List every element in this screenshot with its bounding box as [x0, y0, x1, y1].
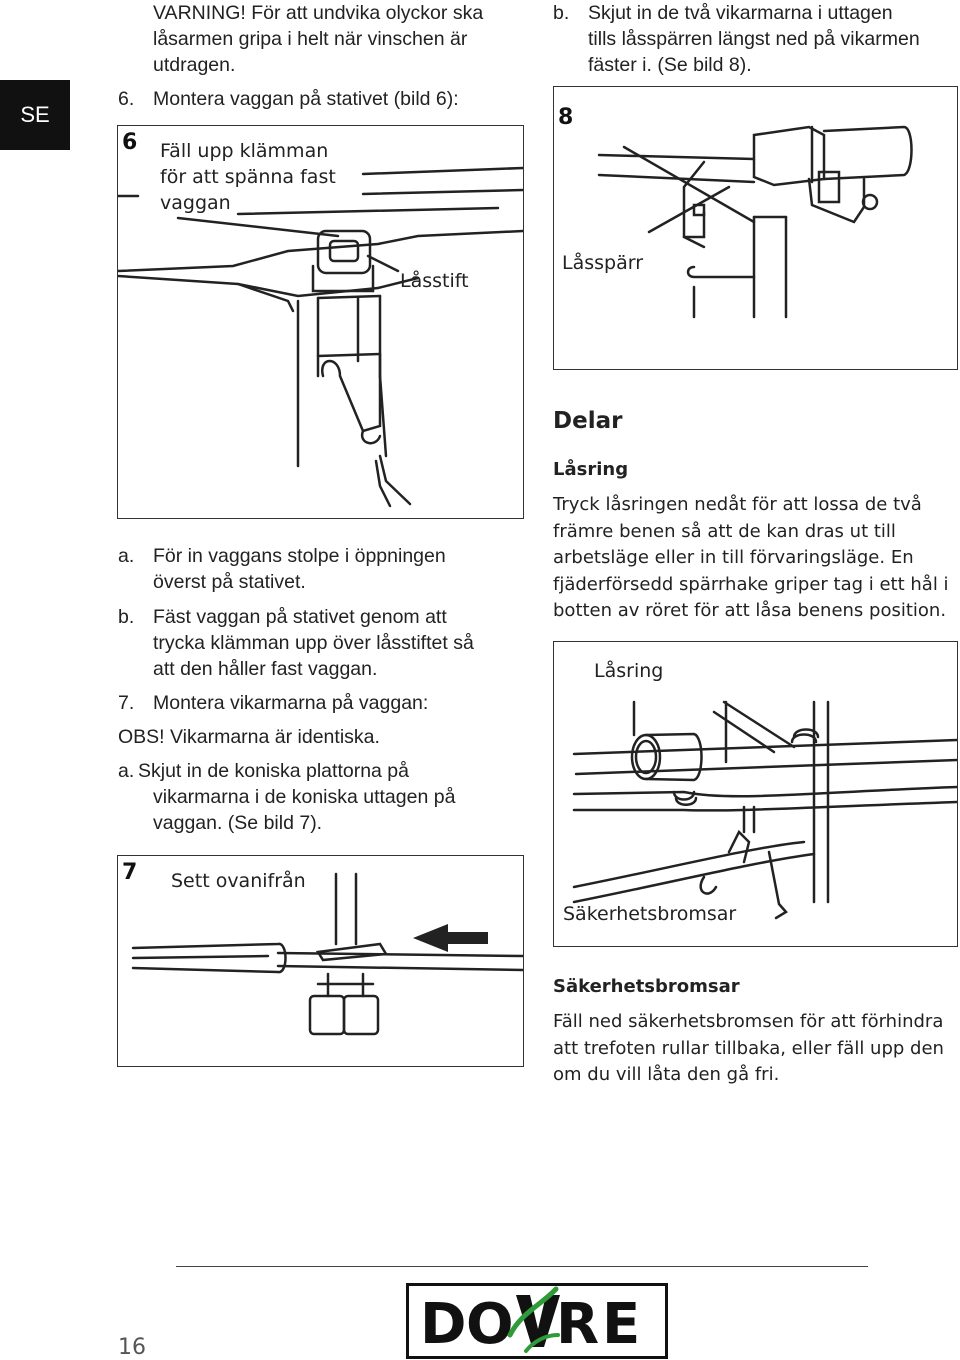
step-b2-line: fäster i. (Se bild 8). [588, 54, 752, 76]
brakes-line: om du vill låta den gå fri. [553, 1064, 780, 1085]
figure-8: 8 Låsspärr [553, 86, 958, 370]
figure-6-label-pin: Låsstift [400, 270, 469, 292]
lock-ring-description: Tryck låsringen nedåt för att lossa de t… [553, 492, 949, 625]
step-b1-text: Fäst vaggan på stativet genom att trycka… [153, 604, 474, 682]
figure-7: 7 Sett ovanifrån [117, 855, 524, 1067]
figure-6-caption: Fäll upp klämman för att spänna fast vag… [160, 138, 336, 216]
step-a1-letter: a. [118, 545, 135, 567]
step-b2-first-line: Skjut in de två vikarmarna i uttagen [588, 2, 893, 24]
svg-text:D: D [420, 1292, 466, 1357]
step-b1-letter: b. [118, 606, 135, 628]
figure-lock-ring: Låsring Säkerhetsbromsar [553, 641, 958, 947]
step-b1-line: att den håller fast vaggan. [153, 658, 378, 680]
svg-text:O: O [466, 1292, 514, 1357]
step-a2-line: vikarmarna i de koniska uttagen på [153, 786, 456, 808]
step-a1-line: överst på stativet. [153, 571, 306, 593]
step-b1-line: trycka klämman upp över låsstiftet så [153, 632, 474, 654]
figure-8-label-latch: Låsspärr [562, 252, 644, 274]
warning-line: utdragen. [153, 54, 236, 76]
obs-note: OBS! Vikarmarna är identiska. [118, 726, 380, 748]
figure-8-illustration [597, 125, 913, 319]
figure-7-illustration [131, 872, 523, 1036]
footer-rule [176, 1266, 868, 1267]
parts-heading: Delar [553, 408, 623, 434]
lock-ring-line: fjäderförsedd spärrhake griper tag i ett… [553, 573, 949, 595]
figure-7-caption: Sett ovanifrån [171, 870, 306, 892]
dovre-logo: D O R E [406, 1283, 668, 1359]
figure-6-illustration [118, 166, 523, 508]
step-a1-text: För in vaggans stolpe i öppningen överst… [153, 543, 446, 595]
lock-ring-heading: Låsring [553, 459, 629, 480]
svg-text:R: R [556, 1292, 599, 1357]
svg-text:E: E [602, 1292, 640, 1357]
lock-ring-line: arbetsläge eller in till förvaringsläge.… [553, 547, 914, 568]
step-a2-text: vikarmarna i de koniska uttagen på vagga… [153, 784, 455, 836]
step6-text: Montera vaggan på stativet (bild 6): [153, 88, 459, 110]
step-b2-text: tills låsspärren längst ned på vikarmen … [588, 26, 920, 78]
figure-6-caption-line: vaggan [160, 192, 231, 214]
lock-ring-line: Tryck låsringen nedåt för att lossa de t… [553, 494, 922, 515]
step-a2-letter: a. [118, 760, 135, 782]
figure-lock-ring-label-brakes: Säkerhetsbromsar [563, 903, 737, 925]
step-b1-line: Fäst vaggan på stativet genom att [153, 606, 447, 628]
step6-number: 6. [118, 88, 135, 110]
brakes-line: att trefoten rullar tillbaka, eller fäll… [553, 1037, 944, 1059]
warning-line: VARNING! För att undvika olyckor ska [153, 2, 484, 24]
step-a2-line: vaggan. (Se bild 7). [153, 812, 323, 834]
step-b2-letter: b. [553, 2, 570, 24]
brakes-line: Fäll ned säkerhetsbromsen för att förhin… [553, 1011, 944, 1032]
figure-6: 6 Fäll upp klämman för att spänna fast v… [117, 125, 524, 519]
dovre-logo-mark: D O R E [406, 1283, 668, 1359]
figure-lock-ring-label-ring: Låsring [594, 660, 664, 682]
warning-line: låsarmen gripa i helt när vinschen är [153, 28, 468, 50]
figure-6-caption-line: Fäll upp klämman [160, 140, 329, 162]
warning-text: VARNING! För att undvika olyckor ska lås… [153, 0, 483, 78]
lock-ring-line: botten av röret för att låsa benens posi… [553, 600, 947, 621]
figure-6-number: 6 [122, 130, 138, 155]
step7-number: 7. [118, 692, 135, 714]
step-b2-line: tills låsspärren längst ned på vikarmen [588, 28, 920, 50]
page-number: 16 [118, 1335, 146, 1360]
figure-8-number: 8 [558, 105, 574, 130]
brakes-description: Fäll ned säkerhetsbromsen för att förhin… [553, 1009, 944, 1089]
figure-6-caption-line: för att spänna fast [160, 166, 336, 188]
step7-text: Montera vikarmarna på vaggan: [153, 692, 429, 714]
figure-7-number: 7 [122, 860, 138, 885]
step-a1-line: För in vaggans stolpe i öppningen [153, 545, 446, 567]
figure-lock-ring-illustration [572, 700, 957, 920]
brakes-heading: Säkerhetsbromsar [553, 976, 740, 997]
lock-ring-line: främre benen så att de kan dras ut till [553, 520, 896, 542]
step-a2-first-line: Skjut in de koniska plattorna på [138, 760, 410, 782]
language-tab: SE [0, 80, 70, 150]
